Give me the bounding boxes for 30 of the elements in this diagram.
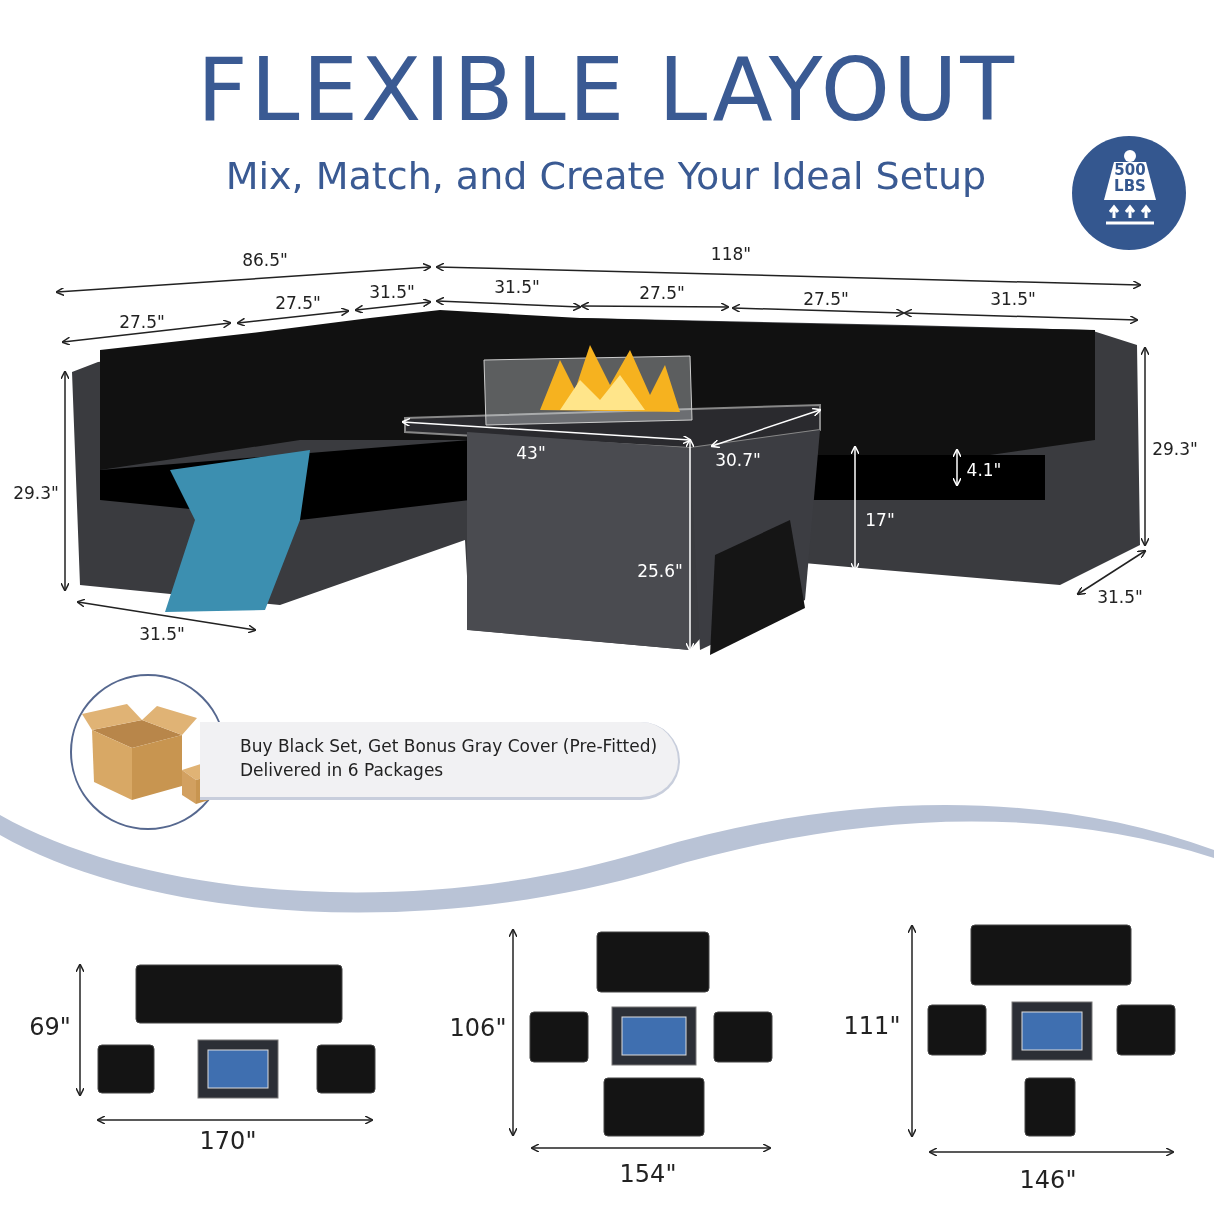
- dimension-label: 106": [449, 1014, 507, 1042]
- dimension-label: 31.5": [369, 282, 415, 302]
- dimension-label: 30.7": [715, 450, 761, 470]
- title: FLEXIBLE LAYOUT: [195, 38, 1019, 141]
- dimension-label: 43": [516, 443, 546, 463]
- dimension-label: 31.5": [990, 289, 1036, 309]
- dimension-label: 27.5": [119, 312, 165, 332]
- dimension-label: 86.5": [242, 250, 288, 270]
- dimension-label: 118": [710, 244, 752, 264]
- dimension-label: 146": [1019, 1166, 1077, 1194]
- dimension-label: 27.5": [275, 293, 321, 313]
- dimension-label: 31.5": [494, 277, 540, 297]
- dimension-label: 31.5": [139, 624, 185, 644]
- dimension-label: 154": [619, 1160, 677, 1188]
- dimension-label: 4.1": [966, 460, 1002, 480]
- dimension-label: 69": [29, 1013, 71, 1041]
- dimension-label: 29.3": [1152, 439, 1198, 459]
- dimension-label: 27.5": [639, 283, 685, 303]
- dimension-label: 111": [843, 1012, 901, 1040]
- subtitle: Mix, Match, and Create Your Ideal Setup: [225, 154, 987, 198]
- banner-text: Delivered in 6 Packages: [240, 759, 445, 782]
- dimension-label: 25.6": [637, 561, 683, 581]
- dimension-label: 170": [199, 1127, 257, 1155]
- banner-text: Buy Black Set, Get Bonus Gray Cover (Pre-Fitted): [240, 735, 659, 758]
- dimension-label: 17": [865, 510, 895, 530]
- dimension-label: 31.5": [1097, 587, 1143, 607]
- weight-capacity-text: 500 LBS: [1113, 162, 1147, 194]
- dimension-label: 29.3": [13, 483, 59, 503]
- info-banner: [200, 722, 680, 800]
- dimension-label: 27.5": [803, 289, 849, 309]
